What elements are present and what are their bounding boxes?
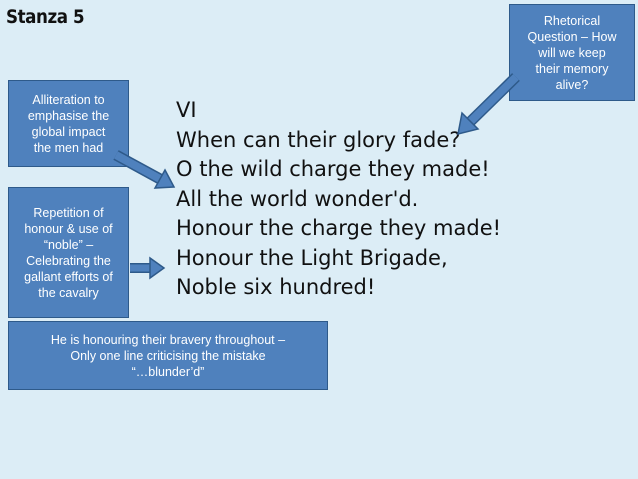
callout-bravery-text: He is honouring their bravery throughout… <box>50 332 286 379</box>
callout-rhetorical-text: Rhetorical Question – How will we keep t… <box>527 13 617 92</box>
callout-repetition: Repetition of honour & use of “noble” – … <box>8 187 129 318</box>
poem-line-1: When can their glory fade? <box>176 127 461 152</box>
poem-stanza: VI When can their glory fade? O the wild… <box>176 96 501 303</box>
poem-line-numeral: VI <box>176 98 197 122</box>
callout-rhetorical-question: Rhetorical Question – How will we keep t… <box>509 4 635 101</box>
slide-title: Stanza 5 <box>6 6 85 28</box>
poem-line-2: O the wild charge they made! <box>176 157 490 181</box>
arrow-repetition <box>130 256 166 280</box>
callout-repetition-text: Repetition of honour & use of “noble” – … <box>24 205 113 300</box>
poem-line-3: All the world wonder'd. <box>176 186 419 211</box>
callout-bravery: He is honouring their bravery throughout… <box>8 321 328 390</box>
poem-line-4: Honour the charge they made! <box>176 216 502 240</box>
callout-alliteration: Alliteration to emphasise the global imp… <box>8 80 129 167</box>
poem-line-6: Noble six hundred! <box>176 275 376 299</box>
callout-alliteration-text: Alliteration to emphasise the global imp… <box>27 92 110 155</box>
poem-line-5: Honour the Light Brigade, <box>176 245 448 270</box>
